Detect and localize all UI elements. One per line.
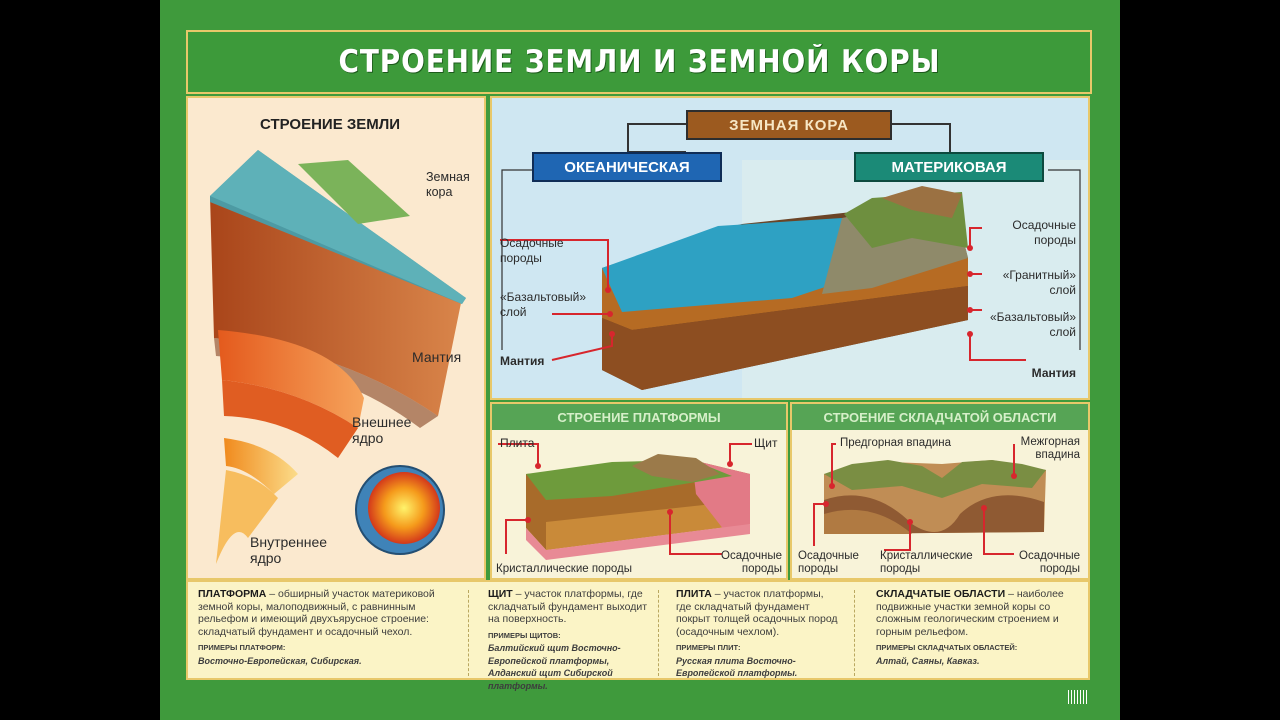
continental-sedimentary-label: Осадочные породы [1012, 218, 1076, 247]
folded-sedimentary-right-label: Осадочные породы [1019, 550, 1080, 575]
definition-text: – участок платформы, где складчатый фунд… [676, 588, 838, 638]
platform-shield-label: Щит [754, 436, 778, 450]
platform-crystalline-label: Кристаллические породы [496, 563, 632, 575]
continental-mantle-label: Мантия [1031, 366, 1076, 380]
earth-inner-core-label: Внутреннее ядро [250, 534, 328, 566]
earth-outer-core-label: Внешнее ядро [352, 414, 412, 446]
definition-text: – участок платформы, где складчатый фунд… [488, 588, 648, 625]
earth-mantle-label: Мантия [412, 349, 462, 365]
ocean-water [602, 218, 852, 312]
platform-sedimentary-label: Осадочные породы [721, 550, 782, 575]
earth-layers-illustration [210, 150, 466, 564]
definition-divider [468, 590, 469, 676]
definition-divider [854, 590, 855, 676]
poster-title-bar: СТРОЕНИЕ ЗЕМЛИ И ЗЕМНОЙ КОРЫ [186, 30, 1092, 94]
folded-heading: СТРОЕНИЕ СКЛАДЧАТОЙ ОБЛАСТИ [792, 404, 1088, 430]
crust-block-illustration [500, 123, 1088, 398]
earth-structure-panel: СТРОЕНИЕ ЗЕМЛИ Земная кора Мантия Внешне… [186, 96, 486, 580]
definition-term: ЩИТ [488, 588, 513, 600]
definition-term: СКЛАДЧАТЫЕ ОБЛАСТИ [876, 588, 1006, 600]
intermountain-trough-label: Межгорная впадина [1020, 436, 1080, 461]
definition-platform: ПЛАТФОРМА – обширный участок материковой… [198, 588, 460, 667]
examples-label: ПРИМЕРЫ ПЛИТ: [676, 643, 741, 652]
examples-value: Алтай, Саяны, Кавказ. [876, 655, 980, 666]
continental-basalt-label: «Базальтовый» слой [990, 310, 1076, 339]
oceanic-sedimentary-label: Осадочные породы [500, 236, 564, 265]
definition-folded-areas: СКЛАДЧАТЫЕ ОБЛАСТИ – наиболее подвижные … [876, 588, 1084, 667]
definition-text: – обширный участок материковой земной ко… [198, 588, 435, 638]
definition-term: ПЛИТА [676, 588, 712, 600]
crust-heading-box: ЗЕМНАЯ КОРА [686, 110, 892, 140]
examples-label: ПРИМЕРЫ ЩИТОВ: [488, 630, 561, 640]
oceanic-mantle-label: Мантия [500, 354, 545, 368]
oceanic-box: ОКЕАНИЧЕСКАЯ [532, 152, 722, 182]
platform-plate-label: Плита [500, 436, 535, 450]
definition-term: ПЛАТФОРМА [198, 588, 267, 600]
definitions-panel: ПЛАТФОРМА – обширный участок материковой… [186, 580, 1090, 691]
folded-sedimentary-left-label: Осадочные породы [798, 550, 859, 575]
crust-heading: ЗЕМНАЯ КОРА [729, 116, 849, 134]
platform-illustration [498, 443, 752, 560]
outer-core-layer [218, 330, 364, 428]
definition-divider [658, 590, 659, 676]
earth-heading: СТРОЕНИЕ ЗЕМЛИ [260, 116, 401, 133]
continental-box: МАТЕРИКОВАЯ [854, 152, 1044, 182]
earth-crust-label: Земная кора [426, 170, 470, 199]
definition-shield: ЩИТ – участок платформы, где складчатый … [488, 588, 648, 692]
examples-label: ПРИМЕРЫ ПЛАТФОРМ: [198, 643, 286, 652]
inner-core-layer [224, 438, 298, 494]
platform-panel: СТРОЕНИЕ ПЛАТФОРМЫ Плита Щит Кристалличе… [490, 402, 788, 580]
foothill-trough-label: Предгорная впадина [840, 437, 952, 449]
continental-label: МАТЕРИКОВАЯ [891, 158, 1007, 176]
examples-value: Русская плита Восточно-Европейской платф… [676, 655, 798, 679]
oceanic-label: ОКЕАНИЧЕСКАЯ [564, 158, 690, 176]
folded-area-illustration [813, 443, 1046, 555]
earth-crust-panel: ЗЕМНАЯ КОРА ОКЕАНИЧЕСКАЯ МАТЕРИКОВАЯ Оса… [490, 96, 1090, 400]
examples-label: ПРИМЕРЫ СКЛАДЧАТЫХ ОБЛАСТЕЙ: [876, 643, 1018, 652]
continental-granite-label: «Гранитный» слой [1002, 268, 1076, 297]
examples-value: Восточно-Европейская, Сибирская. [198, 655, 362, 666]
examples-value: Балтийский щит Восточно-Европейской плат… [488, 643, 621, 691]
poster-title: СТРОЕНИЕ ЗЕМЛИ И ЗЕМНОЙ КОРЫ [337, 44, 940, 80]
folded-area-panel: СТРОЕНИЕ СКЛАДЧАТОЙ ОБЛАСТИ Предгорная в… [790, 402, 1090, 580]
mantle-layer [210, 196, 462, 416]
oceanic-basalt-label: «Базальтовый» слой [500, 290, 586, 319]
folded-crystalline-label: Кристаллические породы [880, 550, 973, 575]
platform-heading: СТРОЕНИЕ ПЛАТФОРМЫ [492, 404, 786, 430]
barcode-icon [1068, 690, 1088, 704]
definition-text: – наиболее подвижные участки земной коры… [876, 588, 1064, 638]
definition-plate: ПЛИТА – участок платформы, где складчаты… [676, 588, 838, 680]
